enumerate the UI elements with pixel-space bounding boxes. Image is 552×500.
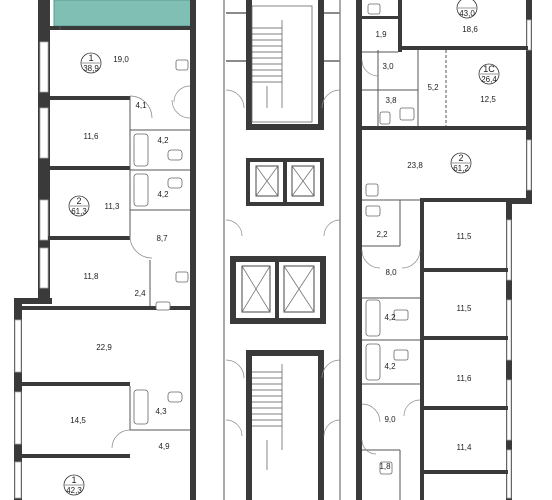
room-area: 8,0 xyxy=(385,268,397,277)
apartment-rooms: 1 xyxy=(71,475,76,485)
bath-fixtures-right xyxy=(365,3,415,475)
room-area: 23,8 xyxy=(407,161,423,170)
room-area: 11,5 xyxy=(457,304,473,313)
stair-steps-upper xyxy=(252,20,283,108)
apartment-badge[interactable]: 1 38,9 xyxy=(80,52,102,74)
apartment-badge[interactable]: 2 61,2 xyxy=(450,152,472,174)
apartment-area: 38,9 xyxy=(83,64,99,73)
room-area: 18,6 xyxy=(462,25,478,34)
stair-shaft-upper xyxy=(246,0,252,130)
internal-partitions-right xyxy=(362,50,447,500)
room-area: 4,2 xyxy=(384,313,396,322)
apartment-area: 61,2 xyxy=(453,164,469,173)
apartment-area: 26,4 xyxy=(481,75,497,84)
room-area: 11,6 xyxy=(457,374,473,383)
door-swings-right xyxy=(361,59,421,455)
room-area: 1,9 xyxy=(375,30,387,39)
freight-elevator-icon xyxy=(241,265,315,313)
room-area: 11,8 xyxy=(84,272,100,281)
internal-partitions xyxy=(59,26,190,431)
room-area: 4,2 xyxy=(157,190,169,199)
room-area: 4,9 xyxy=(158,442,170,451)
room-area: 11,6 xyxy=(84,132,100,141)
room-area: 1,8 xyxy=(379,462,391,471)
apartment-badge[interactable]: 1 42,3 xyxy=(63,474,85,496)
elevator-car-icon xyxy=(255,165,315,197)
door-swings-core xyxy=(225,89,341,437)
room-area: 3,0 xyxy=(382,62,394,71)
stair-steps-lower xyxy=(252,364,283,470)
exterior-wall xyxy=(526,0,532,200)
room-area: 9,0 xyxy=(384,415,396,424)
room-area: 8,7 xyxy=(156,234,168,243)
apartment-badge[interactable]: 1С 26,4 xyxy=(478,63,500,85)
room-area: 5,2 xyxy=(427,83,439,92)
room-area: 2,2 xyxy=(376,230,388,239)
apartment-area: 43,0 xyxy=(459,9,475,18)
apartment-rooms: 1 xyxy=(88,53,93,63)
left-windows-lower xyxy=(14,319,22,499)
core-corridor xyxy=(223,0,341,500)
room-area: 2,4 xyxy=(134,289,146,298)
right-windows xyxy=(506,19,532,499)
bath-fixtures-left xyxy=(133,59,189,425)
room-area: 19,0 xyxy=(113,55,129,64)
room-area: 22,9 xyxy=(96,343,112,352)
apartment-rooms: 2 xyxy=(76,196,81,206)
room-area: 11,3 xyxy=(105,202,121,211)
door-swings-left xyxy=(111,85,191,449)
room-area: 4,1 xyxy=(135,101,147,110)
selected-apartment-highlight[interactable] xyxy=(53,0,192,27)
room-area: 11,5 xyxy=(457,232,473,241)
apartment-badge[interactable]: 43,0 xyxy=(456,0,478,19)
apartment-area: 42,3 xyxy=(66,486,82,495)
room-area: 4,2 xyxy=(384,362,396,371)
room-area: 4,2 xyxy=(157,136,169,145)
room-area: 11,4 xyxy=(457,443,473,452)
room-labels: 19,0 4,1 11,6 4,2 4,2 11,3 8,7 11,8 2,4 … xyxy=(70,25,496,471)
room-area: 3,8 xyxy=(385,96,397,105)
stair-shaft-lower xyxy=(246,350,324,356)
room-area: 4,3 xyxy=(155,407,167,416)
left-windows xyxy=(39,41,49,289)
apartment-badge[interactable]: 2 61,3 xyxy=(68,195,90,217)
apartment-rooms: 2 xyxy=(458,153,463,163)
apartment-area: 61,3 xyxy=(71,207,87,216)
apartment-rooms: 1С xyxy=(483,64,495,74)
room-area: 12,5 xyxy=(480,95,496,104)
room-area: 14,5 xyxy=(70,416,86,425)
